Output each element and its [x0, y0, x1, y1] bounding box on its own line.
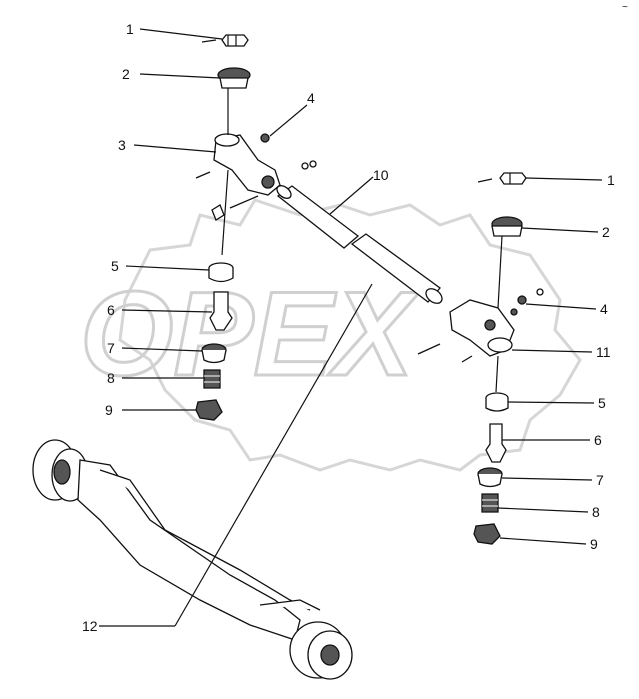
callout-label: 9: [590, 536, 598, 552]
callout-label: 12: [82, 618, 98, 634]
front-axle-beam: [32, 439, 353, 680]
callout-label: 5: [111, 258, 119, 274]
callout-label: 1: [607, 172, 615, 188]
left-callouts: 1 2 3 4 5 6 7 8 9 10 12: [82, 21, 389, 634]
right-bushing: [485, 392, 509, 412]
left-tie-rod-end: [195, 88, 281, 256]
left-castle-nut: [201, 34, 249, 47]
right-seat: [477, 467, 503, 488]
callout-label: 2: [122, 66, 130, 82]
callout-label: 2: [602, 224, 610, 240]
left-ball-pin: [209, 291, 233, 331]
right-plug: [473, 523, 501, 545]
watermark: OPEX: [79, 198, 582, 472]
callout-label: 8: [107, 370, 115, 386]
right-dust-seal: [491, 216, 523, 237]
right-ball-pin: [485, 423, 507, 463]
corner-mark: ~: [622, 2, 628, 13]
left-grease-fitting: [260, 133, 317, 170]
axle-callout-line: [174, 283, 373, 627]
callout-label: 11: [596, 344, 611, 360]
callout-label: 4: [307, 90, 315, 106]
left-seat: [201, 343, 227, 364]
left-spring: [203, 369, 221, 389]
callout-label: 7: [107, 340, 115, 356]
callout-label: 6: [107, 302, 115, 318]
left-dust-seal: [217, 67, 251, 89]
callout-label: 3: [118, 137, 126, 153]
callout-label: 7: [596, 472, 604, 488]
watermark-text: OPEX: [80, 267, 420, 401]
callout-label: 6: [594, 432, 602, 448]
right-spring: [481, 493, 499, 513]
tie-rod-tube: [276, 185, 443, 304]
callout-label: 10: [373, 167, 389, 183]
callout-label: 8: [592, 504, 600, 520]
callout-label: 9: [105, 402, 113, 418]
callout-label: 1: [126, 21, 134, 37]
right-grease-fitting: [510, 288, 544, 316]
right-callouts: 1 2 4 11 5 6 7 8 9: [497, 172, 615, 552]
callout-label: 4: [600, 301, 608, 317]
right-castle-nut: [477, 172, 527, 185]
left-bushing: [208, 262, 234, 283]
callout-label: 5: [598, 395, 606, 411]
left-plug: [195, 399, 223, 421]
right-tie-rod-end: [417, 235, 515, 393]
